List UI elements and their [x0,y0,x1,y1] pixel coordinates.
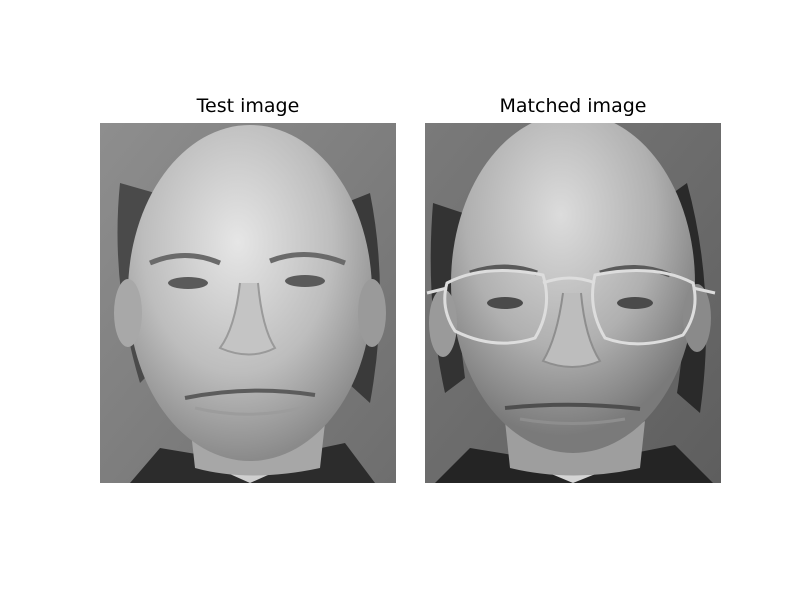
matched-image-title: Matched image [499,95,647,117]
test-face-illustration [100,123,396,483]
matched-image-photo [425,123,721,483]
matched-image-panel: Matched image [425,92,721,483]
matched-face-illustration [425,123,721,483]
test-image-title: Test image [196,95,300,117]
glasses [426,269,716,346]
test-image-panel: Test image [100,92,396,483]
test-image-photo [100,123,396,483]
